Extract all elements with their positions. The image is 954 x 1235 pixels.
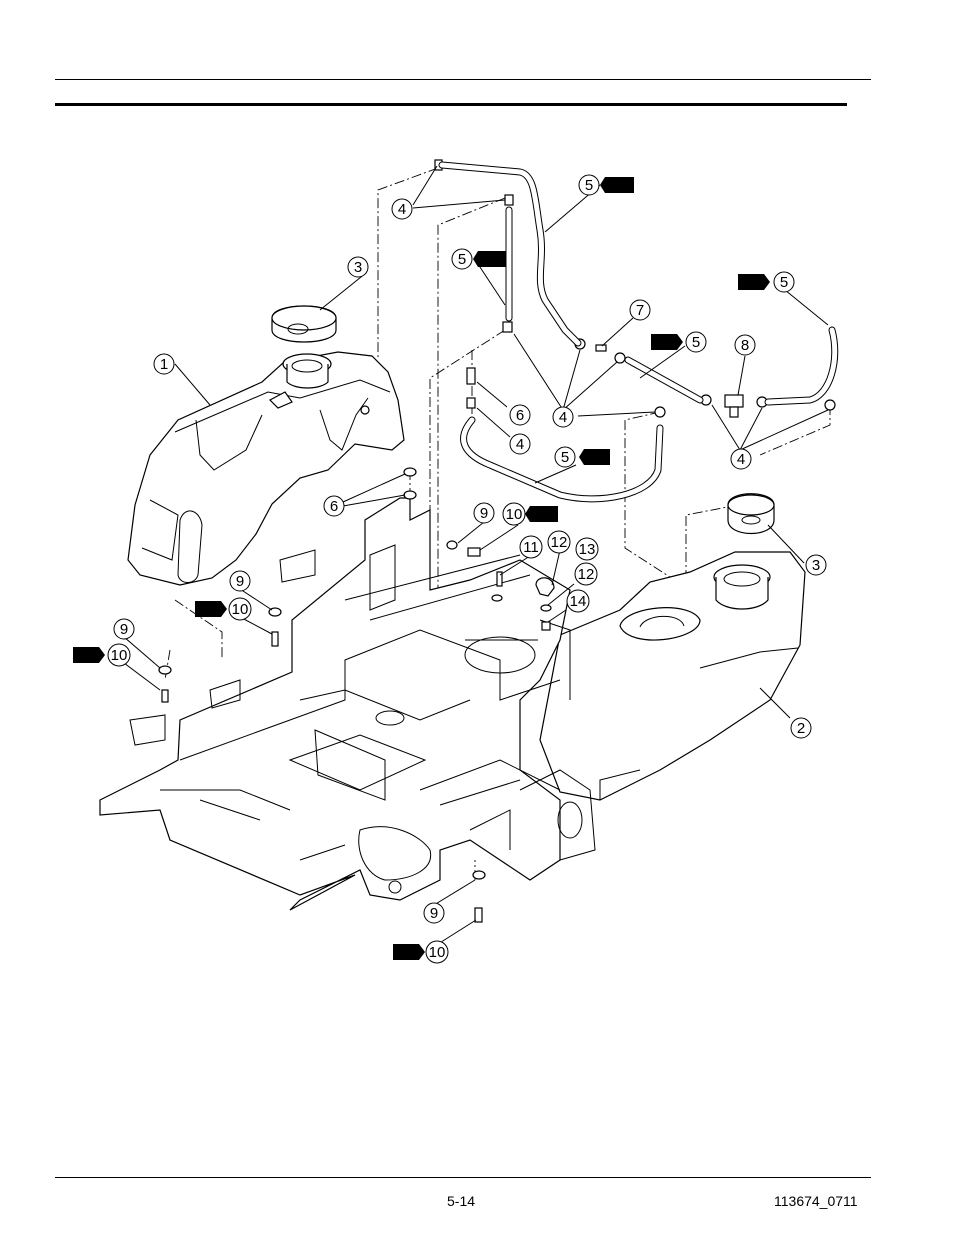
note-arrow-tags — [73, 177, 770, 960]
callout-1: 1 — [160, 356, 168, 373]
callout-4-center: 4 — [559, 409, 567, 426]
callout-8: 8 — [741, 337, 749, 354]
callout-4-top: 4 — [398, 201, 406, 218]
callout-4-right: 4 — [737, 451, 745, 468]
callout-5-bottom: 5 — [561, 449, 569, 466]
callout-5-far-right: 5 — [780, 274, 788, 291]
callout-5-left: 5 — [458, 251, 466, 268]
callout-10-bottom: 10 — [429, 944, 446, 961]
callout-9-left: 9 — [236, 573, 244, 590]
document-number: 113674_0711 — [774, 1193, 858, 1209]
callout-12-lower: 12 — [578, 566, 595, 583]
callout-14: 14 — [570, 593, 587, 610]
fuel-hoses — [438, 161, 839, 503]
callout-6-valve: 6 — [516, 407, 524, 424]
left-tank-cap — [271, 305, 337, 343]
callout-10-left: 10 — [232, 601, 249, 618]
hardware-fittings — [158, 159, 836, 923]
callout-3-right-cap: 3 — [812, 557, 820, 574]
callout-circles — [107, 174, 827, 964]
callout-9-center: 9 — [480, 505, 488, 522]
callout-6-grommets: 6 — [330, 498, 338, 515]
callout-9-far-left: 9 — [120, 621, 128, 638]
callout-12-upper: 12 — [551, 534, 568, 551]
header-rule-thick — [55, 103, 847, 106]
right-fuel-tank — [539, 551, 806, 801]
left-fuel-tank — [127, 351, 405, 586]
callout-10-far-left: 10 — [111, 647, 128, 664]
callout-11: 11 — [523, 539, 539, 556]
callout-9-bottom: 9 — [430, 905, 438, 922]
callout-7: 7 — [636, 302, 644, 319]
callout-13: 13 — [579, 541, 596, 558]
right-tank-cap — [727, 493, 775, 535]
callout-4-lower: 4 — [516, 436, 524, 453]
footer-rule — [55, 1177, 871, 1178]
page-number: 5-14 — [447, 1193, 476, 1209]
callout-10-center: 10 — [506, 506, 523, 523]
callout-5-middle: 5 — [692, 334, 700, 351]
callout-2: 2 — [797, 720, 805, 737]
callout-3-left-cap: 3 — [354, 259, 362, 276]
callout-labels: 1 2 3 3 4 4 4 4 5 5 5 5 5 6 6 7 8 9 9 9 … — [111, 177, 821, 961]
header-rule-thin — [55, 79, 871, 80]
callout-5-top: 5 — [585, 177, 593, 194]
mower-frame — [99, 497, 596, 911]
